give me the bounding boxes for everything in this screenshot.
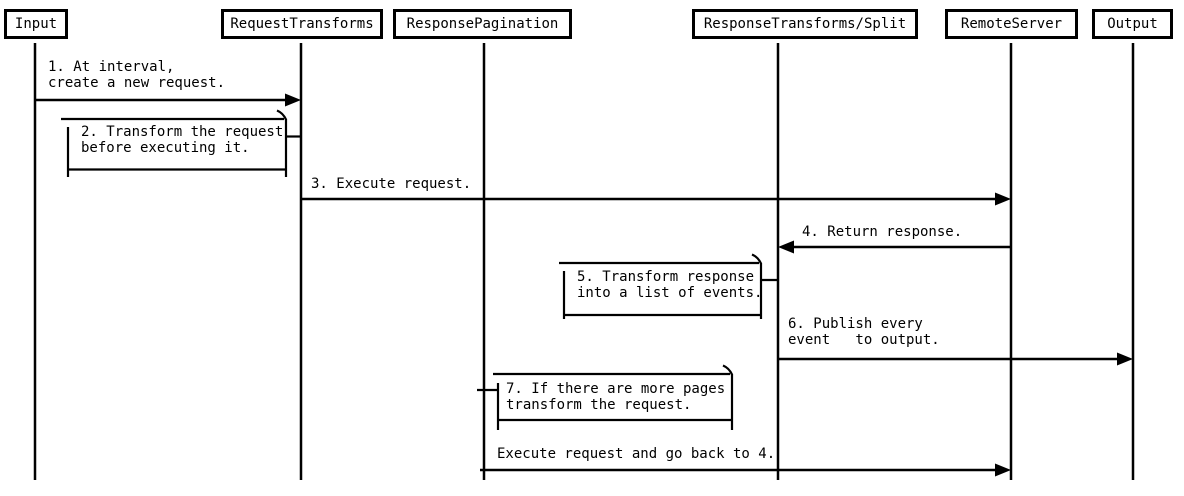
message-3-label: 3. Execute request. (311, 176, 472, 192)
participant-response-transforms-split: ResponseTransforms/Split (692, 9, 918, 39)
message-5-label: 5. Transform response into a list of eve… (577, 269, 763, 301)
message-4-arrowhead (778, 240, 794, 254)
message-3-arrowhead (995, 192, 1011, 206)
participant-response-pagination: ResponsePagination (393, 9, 572, 39)
note-2-frame (61, 109, 301, 177)
message-8-label: Execute request and go back to 4. (497, 446, 776, 462)
participant-remote-server: RemoteServer (945, 9, 1078, 39)
participant-input: Input (4, 9, 68, 39)
message-1-label: 1. At interval, create a new request. (48, 59, 226, 91)
message-6-arrowhead (1117, 352, 1133, 366)
participant-request-transforms: RequestTransforms (221, 9, 383, 39)
message-4-label: 4. Return response. (802, 224, 963, 240)
message-1-arrowhead (285, 93, 301, 107)
participant-output: Output (1092, 9, 1173, 39)
note-7-frame (477, 364, 734, 430)
note-5-frame (559, 253, 778, 319)
message-8-arrowhead (995, 463, 1011, 477)
message-6-label: 6. Publish every event to output. (788, 316, 940, 348)
message-7-label: 7. If there are more pages transform the… (506, 381, 726, 413)
message-2-label: 2. Transform the request before executin… (81, 124, 284, 156)
